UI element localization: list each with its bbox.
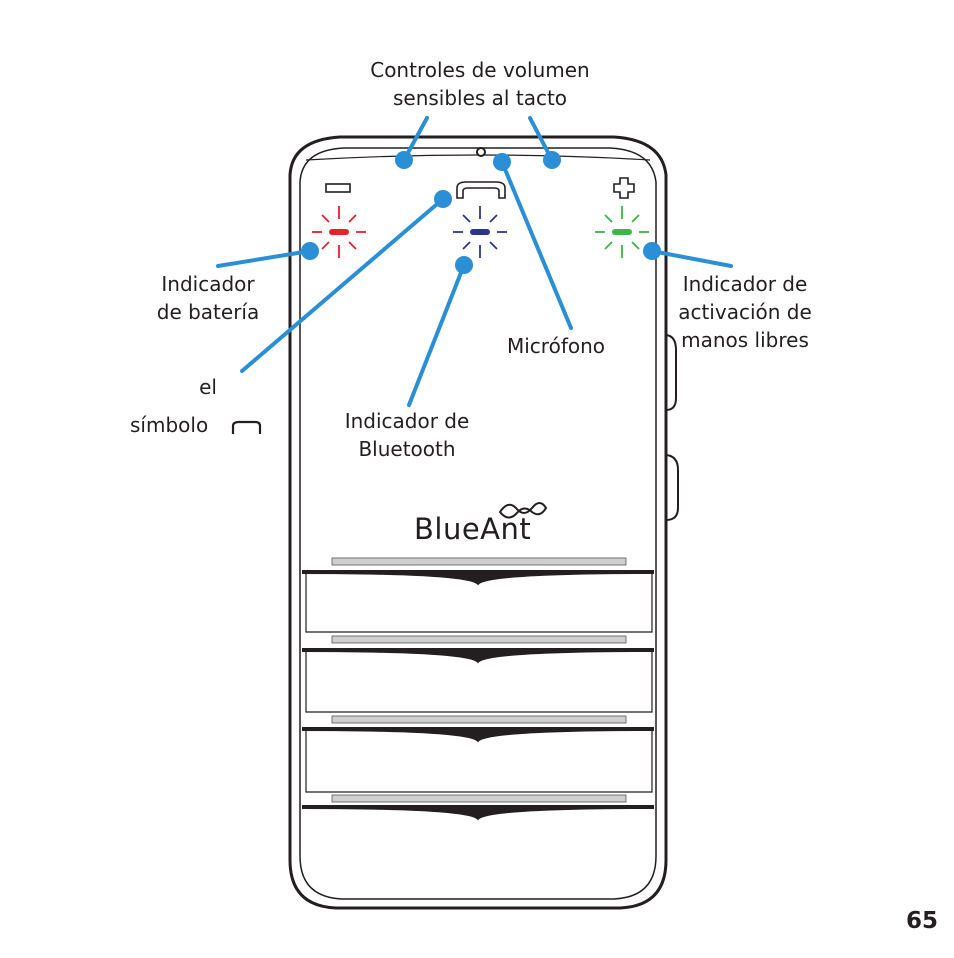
handsfree-indicator-line3: manos libres xyxy=(681,328,809,352)
handsfree-indicator-line2: activación de xyxy=(678,300,812,324)
device-outer-shell xyxy=(288,135,668,910)
battery-indicator-line2: de batería xyxy=(156,300,260,324)
grille-band xyxy=(302,794,654,821)
bluetooth-led xyxy=(453,206,507,258)
bluetooth-indicator-line1: Indicador de xyxy=(344,409,470,433)
microphone-hole xyxy=(476,147,486,157)
side-button-lower xyxy=(665,454,679,521)
volume-controls-line2: sensibles al tacto xyxy=(392,86,568,110)
side-button-upper xyxy=(665,334,677,411)
symbol-el-label: el xyxy=(199,375,217,399)
handsfree-indicator-label: Indicador de activación de manos libres xyxy=(670,270,820,354)
callout-dots xyxy=(301,151,661,274)
device-inner-shell xyxy=(299,147,657,900)
battery-indicator-label: Indicador de batería xyxy=(148,270,268,326)
callout-microphone xyxy=(500,160,573,330)
speaker-grille xyxy=(302,557,654,821)
grille-band xyxy=(302,557,654,633)
phone-symbol-icon[interactable] xyxy=(456,181,506,199)
page-number: 65 xyxy=(906,908,939,934)
grille-band xyxy=(302,715,654,793)
callouts xyxy=(216,116,733,407)
volume-controls-label: Controles de volumen sensibles al tacto xyxy=(360,56,600,112)
plus-icon[interactable] xyxy=(613,177,635,199)
symbol-simbolo-label: símbolo xyxy=(130,413,209,437)
microphone-label: Micrófono xyxy=(506,334,606,358)
phone-symbol-legend-icon xyxy=(231,420,262,434)
battery-indicator-line1: Indicador xyxy=(161,272,255,296)
bluetooth-indicator-line2: Bluetooth xyxy=(358,437,456,461)
handsfree-indicator-line1: Indicador de xyxy=(682,272,808,296)
volume-controls-line1: Controles de volumen xyxy=(370,58,590,82)
callout-handsfree xyxy=(650,249,733,268)
callout-bluetooth xyxy=(407,263,466,407)
grille-band xyxy=(302,635,654,713)
battery-led xyxy=(312,206,366,258)
brand-logo-text: BlueAnt xyxy=(414,512,532,546)
callout-battery xyxy=(216,249,312,268)
callout-phone-symbol xyxy=(240,197,445,373)
minus-icon[interactable] xyxy=(325,183,351,193)
infinity-logo-icon xyxy=(498,502,548,519)
handsfree-led xyxy=(595,206,649,258)
bluetooth-indicator-label: Indicador de Bluetooth xyxy=(334,407,480,463)
